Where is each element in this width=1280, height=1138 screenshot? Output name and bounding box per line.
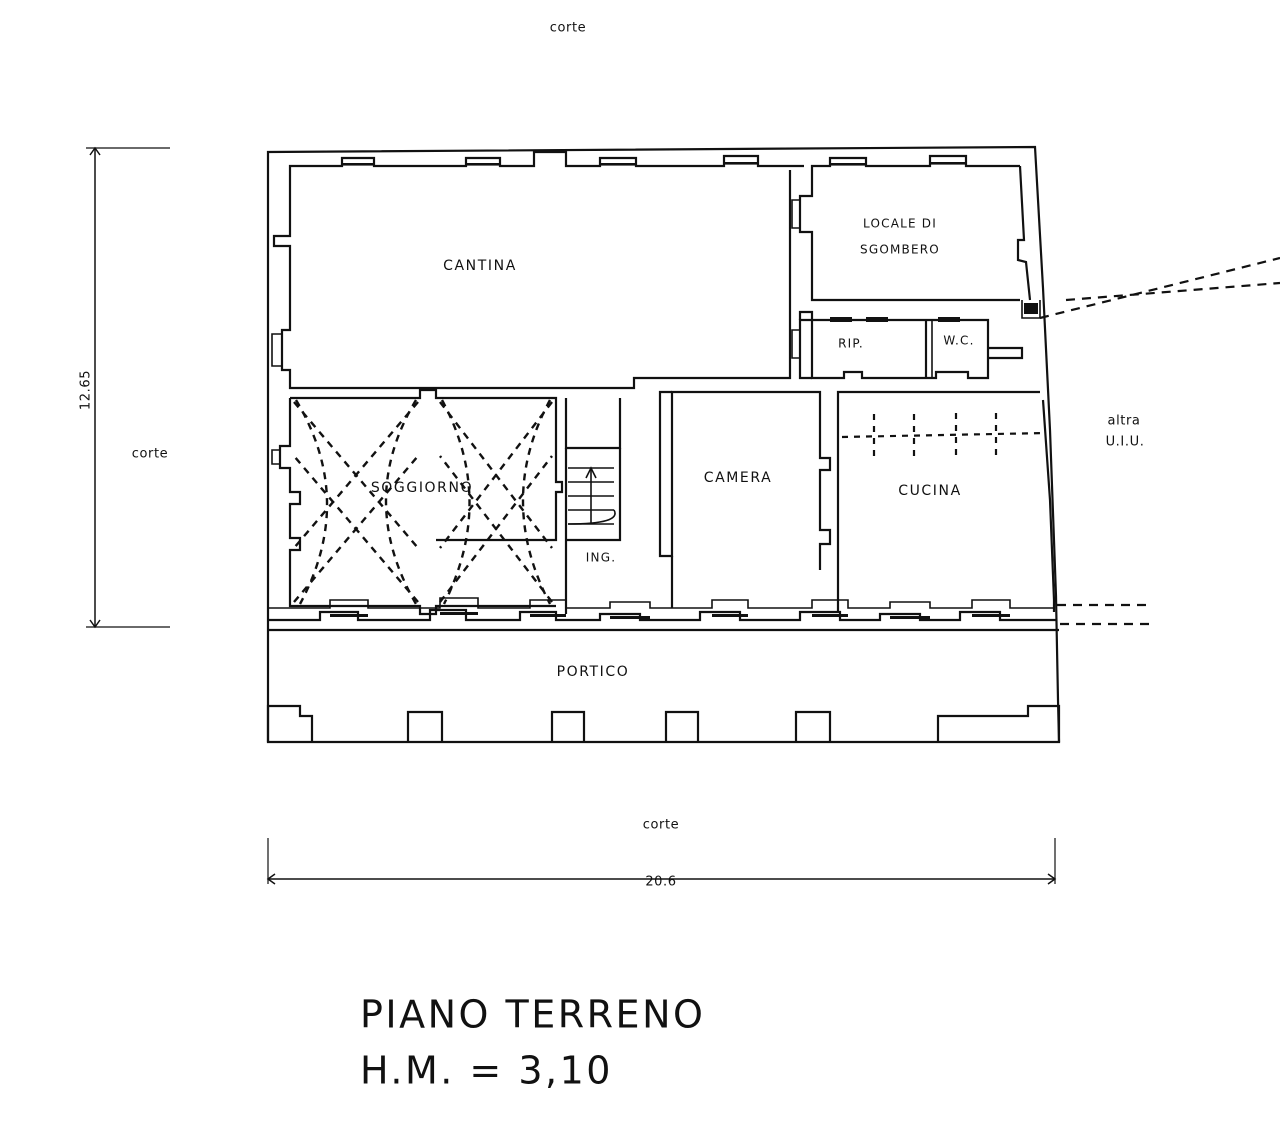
exterior-label-corte-bottom: corte [643,818,680,833]
room-locale-sgombero: LOCALE DI SGOMBERO [791,165,1041,319]
room-label-cantina: CANTINA [443,258,517,274]
title-line-2: H.M. = 3,10 [360,1049,613,1093]
vertical-dimension-label: 12.65 [79,370,94,410]
window-sill [466,163,500,166]
room-label-locale-line2: SGOMBERO [860,243,940,257]
altra-uiu-label-line2: U.I.U. [1106,435,1145,450]
room-label-wc: W.C. [943,334,974,348]
room-cantina: CANTINA [271,170,792,390]
title-line-1: PIANO TERRENO [360,993,705,1037]
exterior-label-corte-top: corte [550,21,587,36]
room-soggiorno: SOGGIORNO [271,388,564,616]
door-sill [812,614,848,617]
room-camera: CAMERA [658,390,832,608]
window-sill [930,162,966,165]
door-sill [972,614,1010,617]
room-ingresso-stairs: ING. [564,398,622,614]
wall-hatch [938,317,960,322]
room-portico: PORTICO [266,628,1061,742]
room-cucina: CUCINA [836,390,1056,612]
vertical-dimension: 12.65 [79,146,170,629]
altra-uiu-boundary: altra U.I.U. [1039,256,1280,626]
door-sill [330,614,368,617]
room-label-ing: ING. [586,551,616,565]
horizontal-dimension: 20.6 [266,838,1057,890]
door-opening [1024,303,1038,314]
room-label-camera: CAMERA [704,470,773,486]
altra-uiu-label-line1: altra [1108,414,1141,429]
title-block: PIANO TERRENO H.M. = 3,10 [360,993,705,1093]
door-sill [890,616,930,619]
horizontal-dimension-label: 20.6 [645,875,676,890]
north-wall-inner [288,150,1020,170]
window-sill [830,163,866,166]
window-sill [600,163,636,166]
window-sill [342,163,374,166]
door-sill [610,616,650,619]
room-rip-wc: RIP. W.C. [791,310,1024,380]
wall-hatch [830,317,852,322]
exterior-label-corte-left: corte [132,447,169,462]
wall-hatch [866,317,888,322]
room-label-locale-line1: LOCALE DI [863,217,937,231]
staircase [567,466,616,525]
door-sill [712,614,748,617]
door-sill [440,612,478,615]
room-label-rip: RIP. [838,337,864,351]
south-wall [268,597,1057,622]
room-label-portico: PORTICO [557,664,630,680]
door-sill [530,614,566,617]
room-label-soggiorno: SOGGIORNO [371,480,473,496]
window-sill [724,162,758,165]
room-label-cucina: CUCINA [898,483,962,499]
building-outline [266,145,1061,744]
